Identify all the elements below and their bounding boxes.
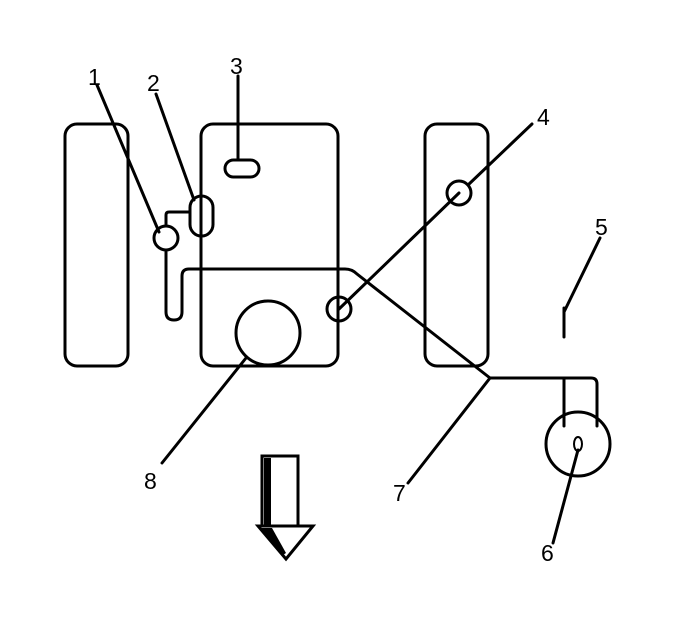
link-4-connector <box>337 191 461 311</box>
callout-7-label: 7 <box>393 480 406 506</box>
leader-5 <box>562 236 602 314</box>
right-tire-outline <box>423 122 490 368</box>
component-6-circle <box>544 410 612 478</box>
component-6-core <box>573 436 583 452</box>
leader-6 <box>551 448 580 545</box>
component-8-circle <box>234 299 302 367</box>
forward-arrow-icon <box>254 454 317 562</box>
center-panel-outline <box>199 122 340 368</box>
leader-8 <box>160 356 248 465</box>
callout-6-label: 6 <box>541 540 554 566</box>
harness-loop <box>164 248 492 380</box>
leader-7 <box>406 376 492 485</box>
callout-5-label: 5 <box>595 214 608 240</box>
callout-2-label: 2 <box>147 70 160 96</box>
leader-2 <box>154 92 196 202</box>
component-3-slot <box>223 158 261 179</box>
connector-circle <box>325 295 353 323</box>
callout-8-label: 8 <box>144 468 157 494</box>
link-1-to-2 <box>164 210 192 228</box>
component-4-circle <box>445 179 473 207</box>
left-tire-outline <box>63 122 130 368</box>
callout-4-label: 4 <box>537 104 550 130</box>
harness-7-branch <box>488 376 599 428</box>
leader-4 <box>466 122 534 187</box>
leader-1 <box>95 83 161 234</box>
component-2-capsule <box>188 194 215 238</box>
callout-3-label: 3 <box>230 53 243 79</box>
callout-1-label: 1 <box>88 64 101 90</box>
